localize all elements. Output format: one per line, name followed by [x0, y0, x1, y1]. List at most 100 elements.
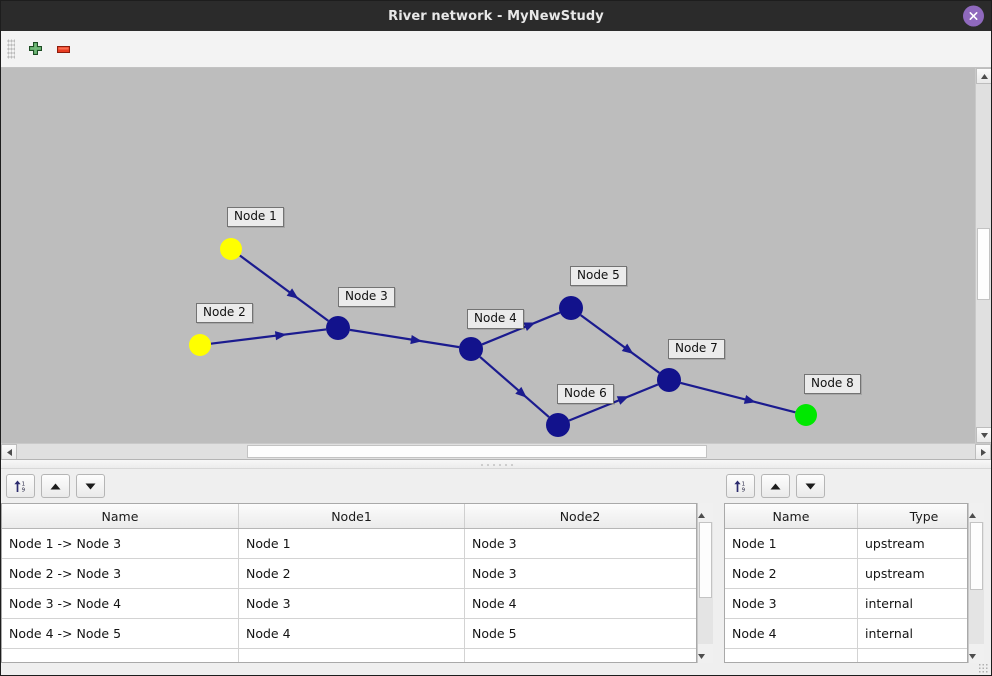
nodes-cell[interactable]: Node 1	[725, 529, 858, 558]
reaches-cell[interactable]: Node 3 -> Node 4	[2, 589, 239, 618]
table-row[interactable]	[2, 649, 696, 662]
nodes-scroll-up-button[interactable]	[969, 503, 984, 522]
nodes-table-scrollbar[interactable]	[968, 503, 984, 663]
graph-node-node-5[interactable]	[559, 296, 583, 320]
canvas-hscroll-thumb[interactable]	[246, 445, 707, 458]
toolbar-grip[interactable]	[7, 39, 15, 59]
table-row[interactable]: Node 4 internal	[725, 619, 967, 649]
edge-arrow-icon	[621, 343, 634, 354]
table-row[interactable]: Node 2 upstream	[725, 559, 967, 589]
nodes-move-up-button[interactable]	[761, 474, 790, 498]
canvas-hscroll-track[interactable]	[17, 444, 975, 459]
scroll-right-button[interactable]	[975, 444, 991, 459]
reaches-scroll-thumb[interactable]	[699, 522, 712, 598]
nodes-cell[interactable]: Node 4	[725, 619, 858, 648]
nodes-column-header[interactable]: Type	[909, 508, 939, 524]
reaches-cell[interactable]: Node 3	[472, 566, 517, 581]
reaches-cell[interactable]: Node 3	[239, 589, 465, 618]
reaches-scroll-track[interactable]	[698, 522, 713, 644]
graph-node-node-2[interactable]	[189, 334, 211, 356]
edge-Node7-Node8[interactable]	[680, 381, 796, 414]
node-label-node-8[interactable]: Node 8	[804, 374, 861, 394]
scroll-down-button[interactable]	[976, 427, 991, 443]
panel-splitter[interactable]	[1, 459, 991, 469]
graph-node-node-3[interactable]	[326, 316, 350, 340]
edge-Node3-Node4[interactable]	[349, 328, 460, 349]
graph-node-node-6[interactable]	[546, 413, 570, 437]
node-label-node-1[interactable]: Node 1	[227, 207, 284, 227]
node-label-node-5[interactable]: Node 5	[570, 266, 627, 286]
node-label-node-4[interactable]: Node 4	[467, 309, 524, 329]
reaches-cell[interactable]: Node 2	[239, 559, 465, 588]
node-label-node-2[interactable]: Node 2	[196, 303, 253, 323]
reaches-column-header[interactable]: Node1	[239, 504, 465, 528]
edge-Node2-Node3[interactable]	[210, 328, 327, 345]
nodes-move-down-button[interactable]	[796, 474, 825, 498]
nodes-cell[interactable]: Node 3	[725, 589, 858, 618]
canvas-vertical-scrollbar[interactable]	[975, 68, 991, 443]
reaches-cell[interactable]: Node 4 -> Node 5	[2, 619, 239, 648]
node-label-node-7[interactable]: Node 7	[668, 339, 725, 359]
node-label-node-3[interactable]: Node 3	[338, 287, 395, 307]
svg-text:1: 1	[22, 481, 25, 487]
reaches-cell[interactable]	[239, 649, 465, 662]
node-label-node-6[interactable]: Node 6	[557, 384, 614, 404]
nodes-sort-button[interactable]: 1 9	[726, 474, 755, 498]
reaches-cell[interactable]: Node 4	[472, 596, 517, 611]
reaches-scroll-down-button[interactable]	[698, 644, 713, 663]
table-row[interactable]: Node 1 upstream	[725, 529, 967, 559]
nodes-cell[interactable]: upstream	[865, 566, 925, 581]
table-row[interactable]: Node 3 internal	[725, 589, 967, 619]
reaches-cell[interactable]: Node 5	[472, 626, 517, 641]
reaches-cell[interactable]: Node 3	[472, 536, 517, 551]
scroll-left-button[interactable]	[1, 444, 17, 459]
reaches-cell[interactable]	[465, 649, 695, 662]
canvas-horizontal-scrollbar[interactable]	[1, 443, 991, 459]
reaches-table-scrollbar[interactable]	[697, 503, 713, 663]
nodes-cell[interactable]	[858, 649, 967, 662]
window-resize-grip[interactable]	[978, 663, 988, 673]
reaches-column-header[interactable]: Node2	[559, 508, 601, 524]
canvas-vscroll-track[interactable]	[976, 84, 991, 427]
reaches-cell[interactable]: Node 1 -> Node 3	[2, 529, 239, 558]
remove-node-button[interactable]	[49, 35, 77, 63]
graph-node-node-1[interactable]	[220, 238, 242, 260]
nodes-scroll-thumb[interactable]	[970, 522, 983, 591]
edge-Node5-Node7[interactable]	[580, 314, 660, 374]
close-button[interactable]	[963, 5, 984, 27]
network-canvas[interactable]: Node 1 Node 2 Node 3 Node 4 Node 5 Node 6 Node…	[1, 68, 975, 443]
nodes-cell[interactable]: Node 2	[725, 559, 858, 588]
nodes-column-header[interactable]: Name	[725, 504, 858, 528]
title-bar: River network - MyNewStudy	[1, 1, 991, 31]
reaches-move-down-button[interactable]	[76, 474, 105, 498]
table-row[interactable]	[725, 649, 967, 662]
scroll-up-button[interactable]	[976, 68, 991, 84]
nodes-cell[interactable]	[725, 649, 858, 662]
reaches-cell[interactable]: Node 4	[239, 619, 465, 648]
edge-Node4-Node6[interactable]	[479, 356, 550, 418]
nodes-scroll-down-button[interactable]	[969, 644, 984, 663]
nodes-cell[interactable]: upstream	[865, 536, 925, 551]
reaches-cell[interactable]	[2, 649, 239, 662]
graph-node-node-7[interactable]	[657, 368, 681, 392]
graph-node-node-4[interactable]	[459, 337, 483, 361]
reaches-cell[interactable]: Node 1	[239, 529, 465, 558]
graph-node-node-8[interactable]	[795, 404, 817, 426]
add-node-button[interactable]	[21, 35, 49, 63]
nodes-scroll-track[interactable]	[969, 522, 984, 644]
canvas-vscroll-thumb[interactable]	[977, 228, 990, 301]
nodes-cell[interactable]: internal	[865, 626, 913, 641]
reaches-column-header[interactable]: Name	[2, 504, 239, 528]
reaches-move-up-button[interactable]	[41, 474, 70, 498]
nodes-cell[interactable]: internal	[865, 596, 913, 611]
reaches-cell[interactable]: Node 2 -> Node 3	[2, 559, 239, 588]
reaches-scroll-up-button[interactable]	[698, 503, 713, 522]
reaches-sort-button[interactable]: 1 9	[6, 474, 35, 498]
edge-Node1-Node3[interactable]	[239, 254, 329, 322]
